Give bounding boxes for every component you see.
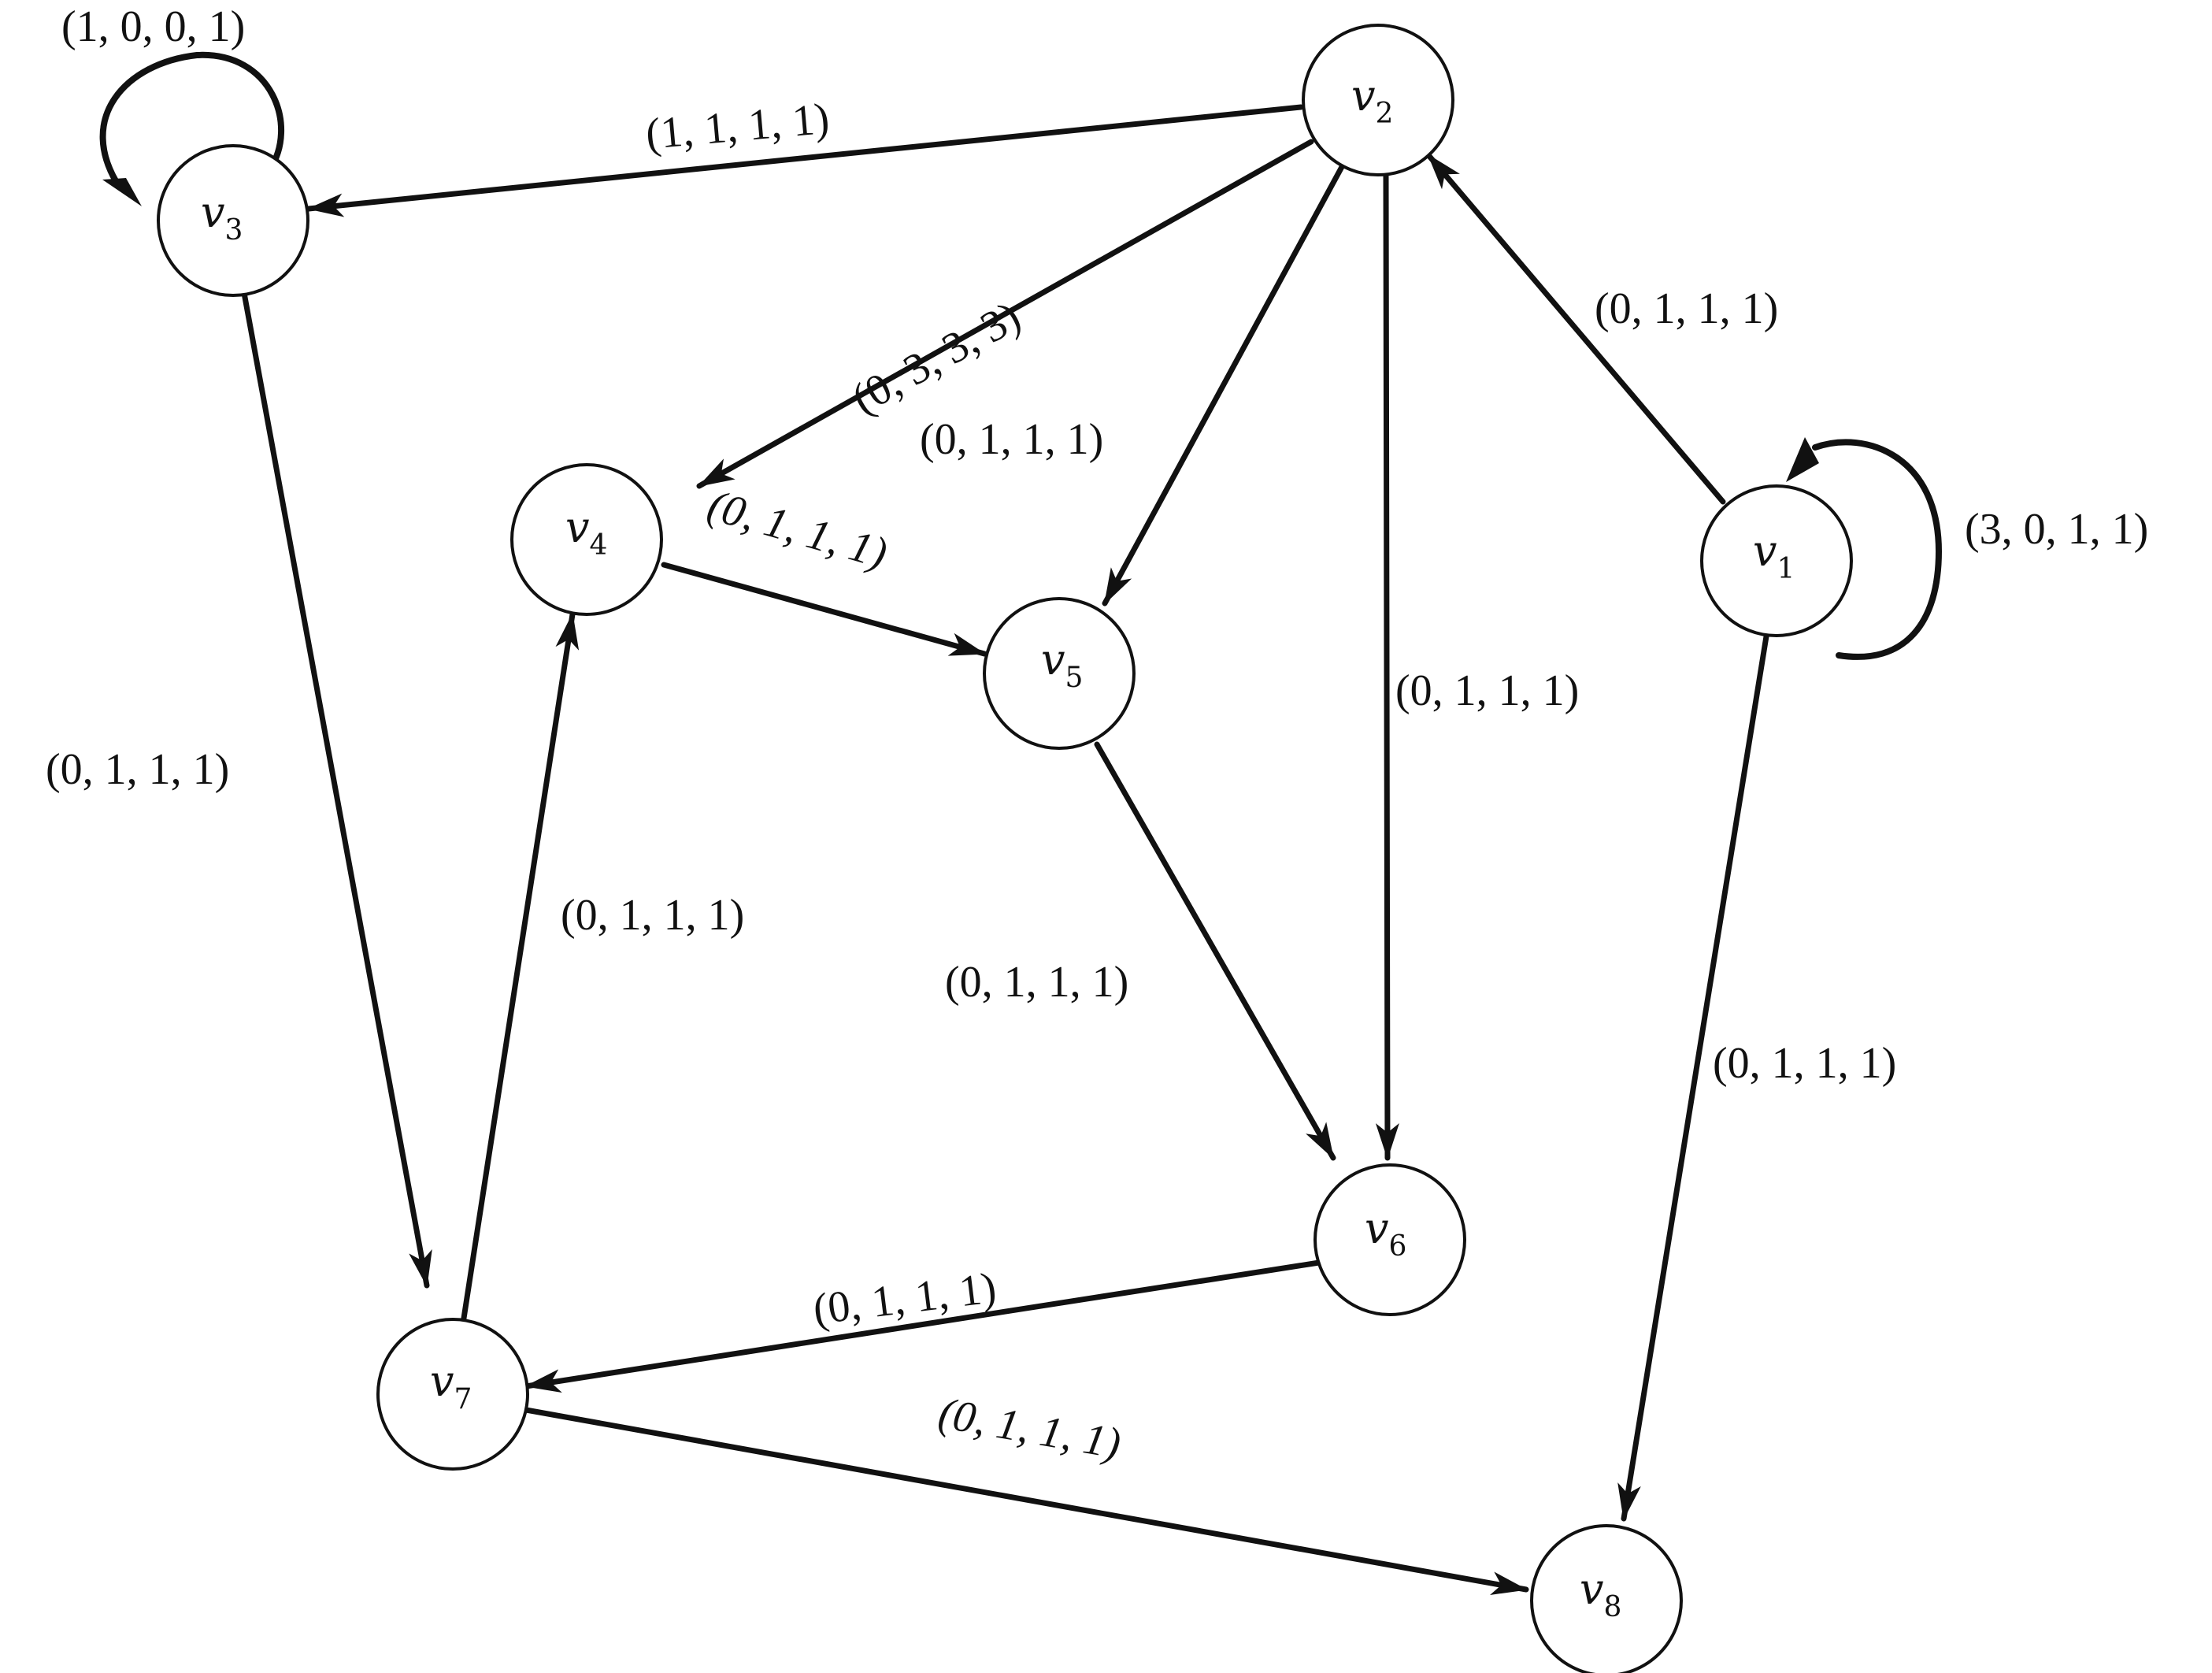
edge-v3-v3-arrowhead	[102, 178, 142, 206]
node-v8: v8	[1530, 1524, 1683, 1673]
node-v7: v7	[376, 1318, 529, 1471]
edge-label-v7-v4: (0, 1, 1, 1)	[561, 891, 744, 940]
node-v3: v3	[157, 144, 309, 297]
edge-label-v5-v6: (0, 1, 1, 1)	[945, 958, 1128, 1007]
edge-v5-v6	[1094, 741, 1336, 1161]
node-v8-circle	[1530, 1524, 1683, 1673]
edge-label-v3-v3: (1, 0, 0, 1)	[61, 2, 245, 51]
node-v3-circle	[157, 144, 309, 297]
edge-v2-v4	[696, 139, 1314, 489]
node-v4: v4	[510, 463, 663, 616]
edge-v3-v7	[241, 290, 432, 1289]
node-v5-label: v5	[1041, 635, 1083, 694]
edge-v6-v7	[523, 1259, 1322, 1393]
edge-label-v3-v7: (0, 1, 1, 1)	[46, 745, 229, 794]
edge-v1-v8	[1617, 633, 1769, 1522]
edge-v1-v2	[1425, 152, 1726, 505]
node-v2: v2	[1302, 24, 1454, 176]
edge-label-v2-v3: (1, 1, 1, 1)	[644, 95, 832, 159]
edge-label-v6-v7: (0, 1, 1, 1)	[810, 1263, 999, 1334]
node-v1-circle	[1700, 484, 1853, 637]
edges	[99, 51, 1943, 1595]
node-v4-circle	[510, 463, 663, 616]
edge-v2-v3	[306, 104, 1304, 217]
node-v7-circle	[376, 1318, 529, 1471]
node-v8-label: v8	[1580, 1564, 1621, 1623]
node-v6-label: v6	[1365, 1204, 1406, 1263]
node-v3-label: v3	[201, 187, 243, 247]
edge-v4-v5	[661, 562, 987, 657]
edge-label-v2-v4: (0, 3, 3, 3)	[844, 292, 1028, 424]
edge-v7-v4	[460, 611, 580, 1326]
edge-v1-v1-loop	[1812, 439, 1943, 660]
edge-label-v1-v8: (0, 1, 1, 1)	[1713, 1039, 1896, 1088]
edge-label-v7-v8: (0, 1, 1, 1)	[935, 1389, 1125, 1469]
node-v2-circle	[1302, 24, 1454, 176]
edge-v2-v5	[1102, 162, 1346, 607]
node-v7-label: v7	[430, 1356, 472, 1415]
nodes: v1 v2 v3 v4 v5 v6 v7 v8	[157, 24, 1853, 1673]
edge-label-v4-v5: (0, 1, 1, 1)	[702, 480, 892, 578]
node-v5: v5	[983, 597, 1136, 750]
node-v2-label: v2	[1351, 71, 1393, 130]
node-v1: v1	[1700, 484, 1853, 637]
edge-label-v1-v1: (3, 0, 1, 1)	[1965, 505, 2148, 554]
node-v5-circle	[983, 597, 1136, 750]
edge-label-v2-v6: (0, 1, 1, 1)	[1395, 666, 1579, 715]
edge-label-v2-v5: (0, 1, 1, 1)	[920, 415, 1103, 464]
edge-v7-v8	[523, 1407, 1529, 1595]
edge-v3-v3-loop	[99, 51, 284, 191]
node-v4-label: v4	[565, 503, 607, 562]
node-v1-label: v1	[1753, 526, 1795, 585]
edge-v1-v1-arrowhead	[1786, 437, 1819, 482]
node-v6: v6	[1313, 1163, 1466, 1316]
edge-v2-v6	[1375, 172, 1399, 1161]
edge-label-v1-v2: (0, 1, 1, 1)	[1595, 284, 1778, 333]
node-v6-circle	[1313, 1163, 1466, 1316]
